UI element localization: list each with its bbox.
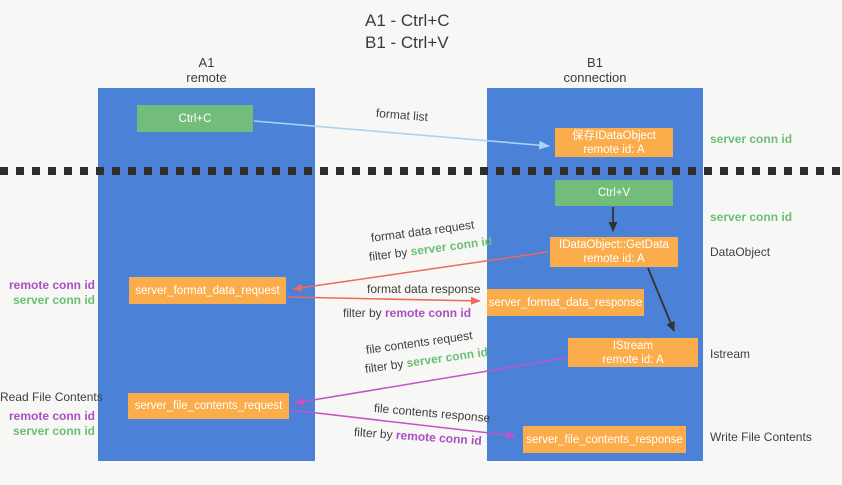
server-file-contents-request-label: server_file_contents_request [134,400,283,412]
lane-a1-subtitle: remote [186,70,227,85]
node-ctrl-c: Ctrl+C [137,105,253,132]
lane-header-a1: A1 remote [98,55,315,85]
right-label-write-file-contents: Write File Contents [710,430,812,444]
right-label-dataobject: DataObject [710,245,771,259]
arrow-format-data-response [287,296,481,305]
phase-divider-dotted-line [0,167,842,175]
node-istream: IStream remote id: A [568,338,698,367]
left-label-read-file-contents: Read File Contents [0,390,103,404]
remote-conn-id-text: remote conn id [385,306,472,320]
label-file-contents-response: file contents response [373,401,491,426]
server-format-data-response-label: server_format_data_response [488,296,643,309]
diagram-title: A1 - Ctrl+C B1 - Ctrl+V [365,10,450,54]
left-label-remote-conn-id-1: remote conn id [8,278,95,292]
save-idataobject-line2: remote id: A [583,143,645,156]
save-idataobject-line1: 保存IDataObject [572,129,656,142]
right-label-istream: Istream [710,347,751,361]
filter-by-text: filter by [364,356,408,376]
istream-line2: remote id: A [602,353,664,366]
filter-by-text: filter by [343,306,386,320]
lane-header-b1: B1 connection [487,55,703,85]
title-line-2: B1 - Ctrl+V [365,33,449,52]
left-label-server-conn-id-2: server conn id [12,424,95,438]
getdata-line1: IDataObject::GetData [559,239,669,251]
right-label-server-conn-id-mid: server conn id [710,210,793,224]
label-filter-by-remote-conn-id-2: filter by remote conn id [354,425,483,448]
node-server-format-data-request: server_format_data_request [129,277,286,304]
label-format-list: format list [375,106,429,125]
remote-conn-id-text: remote conn id [395,427,483,448]
node-ctrl-v: Ctrl+V [555,180,673,206]
lane-b1-name: B1 [587,55,603,70]
lane-a1-name: A1 [198,55,215,70]
node-save-idataobject: 保存IDataObject remote id: A [555,128,673,157]
filter-by-text: filter by [353,425,397,442]
node-server-file-contents-response: server_file_contents_response [523,426,686,453]
left-label-remote-conn-id-2: remote conn id [8,409,95,423]
node-idataobject-getdata: IDataObject::GetData remote id: A [550,237,678,267]
node-server-file-contents-request: server_file_contents_request [128,393,289,419]
filter-by-text: filter by [368,244,412,264]
label-filter-by-remote-conn-id-1: filter by remote conn id [343,306,471,320]
server-file-contents-response-label: server_file_contents_response [526,433,683,446]
left-label-server-conn-id-1: server conn id [12,293,95,307]
ctrl-v-label: Ctrl+V [597,187,631,199]
label-format-data-response: format data response [367,282,481,296]
getdata-line2: remote id: A [583,253,645,265]
istream-line1: IStream [612,339,654,352]
right-label-server-conn-id-top: server conn id [710,132,793,146]
server-format-data-request-label: server_format_data_request [135,284,280,297]
ctrl-c-label: Ctrl+C [178,112,212,125]
lane-b1-subtitle: connection [563,70,627,85]
title-line-1: A1 - Ctrl+C [365,11,450,30]
node-server-format-data-response: server_format_data_response [487,289,644,316]
